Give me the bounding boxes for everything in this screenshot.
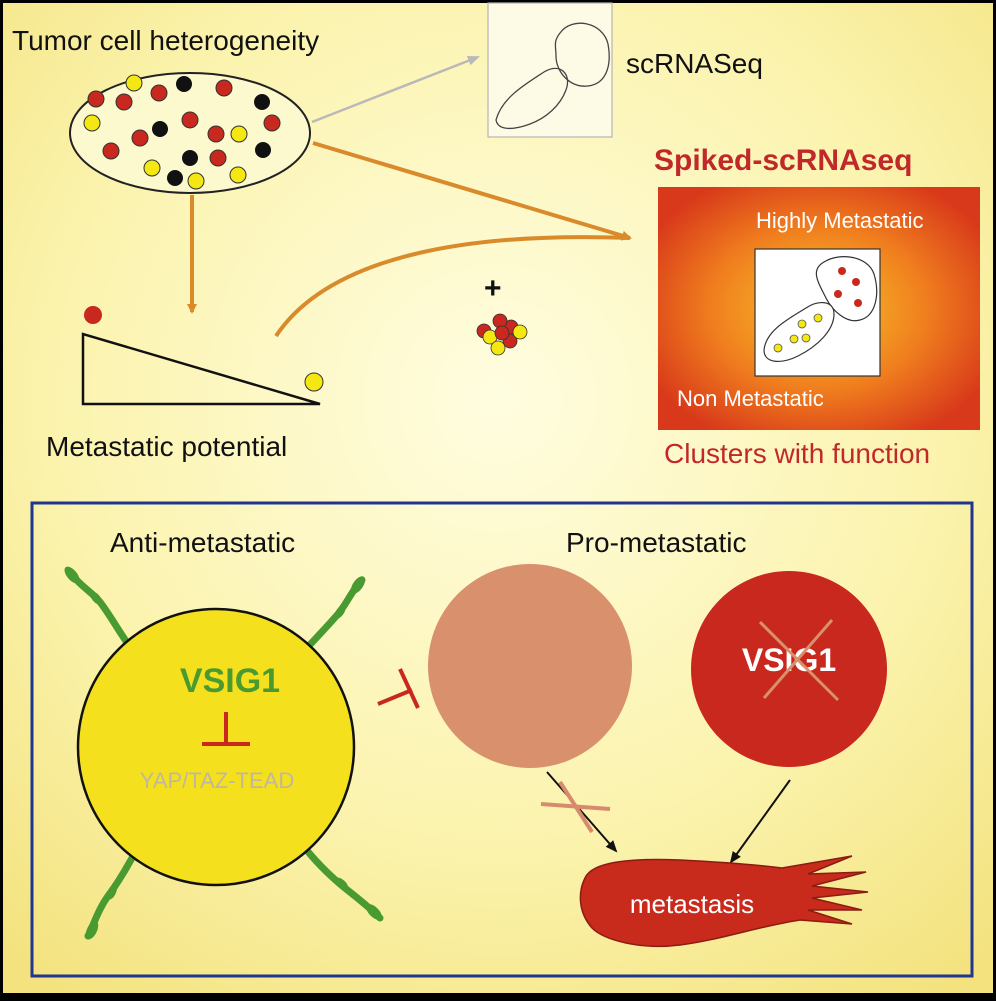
scrnaseq-cluster-bottom	[495, 67, 569, 130]
blocked-arrow-cross	[540, 780, 611, 834]
metastatic-potential-wedge	[81, 306, 324, 406]
yellow-cells	[83, 74, 248, 190]
highly-metastatic-label: Highly Metastatic	[756, 208, 924, 233]
scrnaseq-label: scRNASeq	[626, 48, 763, 79]
protrusion-bulbs	[64, 566, 382, 940]
metastasis-cell	[579, 855, 869, 948]
inhibition-symbol-vsig1	[202, 712, 250, 746]
scrnaseq-cluster-top	[554, 22, 610, 87]
salmon-cell	[428, 564, 632, 768]
pro-metastatic-label: Pro-metastatic	[566, 527, 747, 558]
spiked-scrnaseq-title: Spiked-scRNAseq	[654, 144, 912, 177]
anti-metastatic-label: Anti-metastatic	[110, 527, 295, 558]
metastatic-potential-label: Metastatic potential	[46, 431, 287, 462]
spiked-scrnaseq-panel	[658, 187, 980, 430]
arrow-salmon-to-metastasis	[546, 771, 618, 853]
arrow-ellipse-to-spiked	[312, 141, 632, 241]
metastasis-label: metastasis	[630, 889, 754, 919]
arrow-potential-to-spiked	[274, 235, 631, 338]
vsig1-cross-out	[758, 619, 840, 702]
anti-metastatic-cell	[64, 566, 384, 940]
vsig1-crossed-label: VSIG1	[742, 642, 836, 678]
vsig1-label: VSIG1	[180, 662, 280, 700]
scrnaseq-panel	[487, 2, 613, 138]
plus-sign: +	[484, 272, 502, 305]
arrow-to-scrnaseq	[311, 55, 480, 124]
spiked-cell-clump	[476, 313, 528, 356]
inhibition-symbol-between-cells	[377, 668, 420, 709]
red-cells	[87, 79, 281, 167]
heterogeneous-tumor-ellipse	[69, 72, 311, 194]
heterogeneity-label: Tumor cell heterogeneity	[12, 25, 319, 56]
mechanism-box	[30, 501, 974, 978]
clusters-with-function-label: Clusters with function	[664, 438, 930, 469]
black-cells	[152, 76, 271, 186]
non-metastatic-label: Non Metastatic	[677, 386, 824, 411]
high-potential-red-cell	[84, 306, 102, 324]
yap-taz-tead-label: YAP/TAZ-TEAD	[140, 768, 294, 793]
arrow-knockout-to-metastasis	[729, 779, 791, 864]
low-potential-yellow-cell	[304, 372, 324, 392]
